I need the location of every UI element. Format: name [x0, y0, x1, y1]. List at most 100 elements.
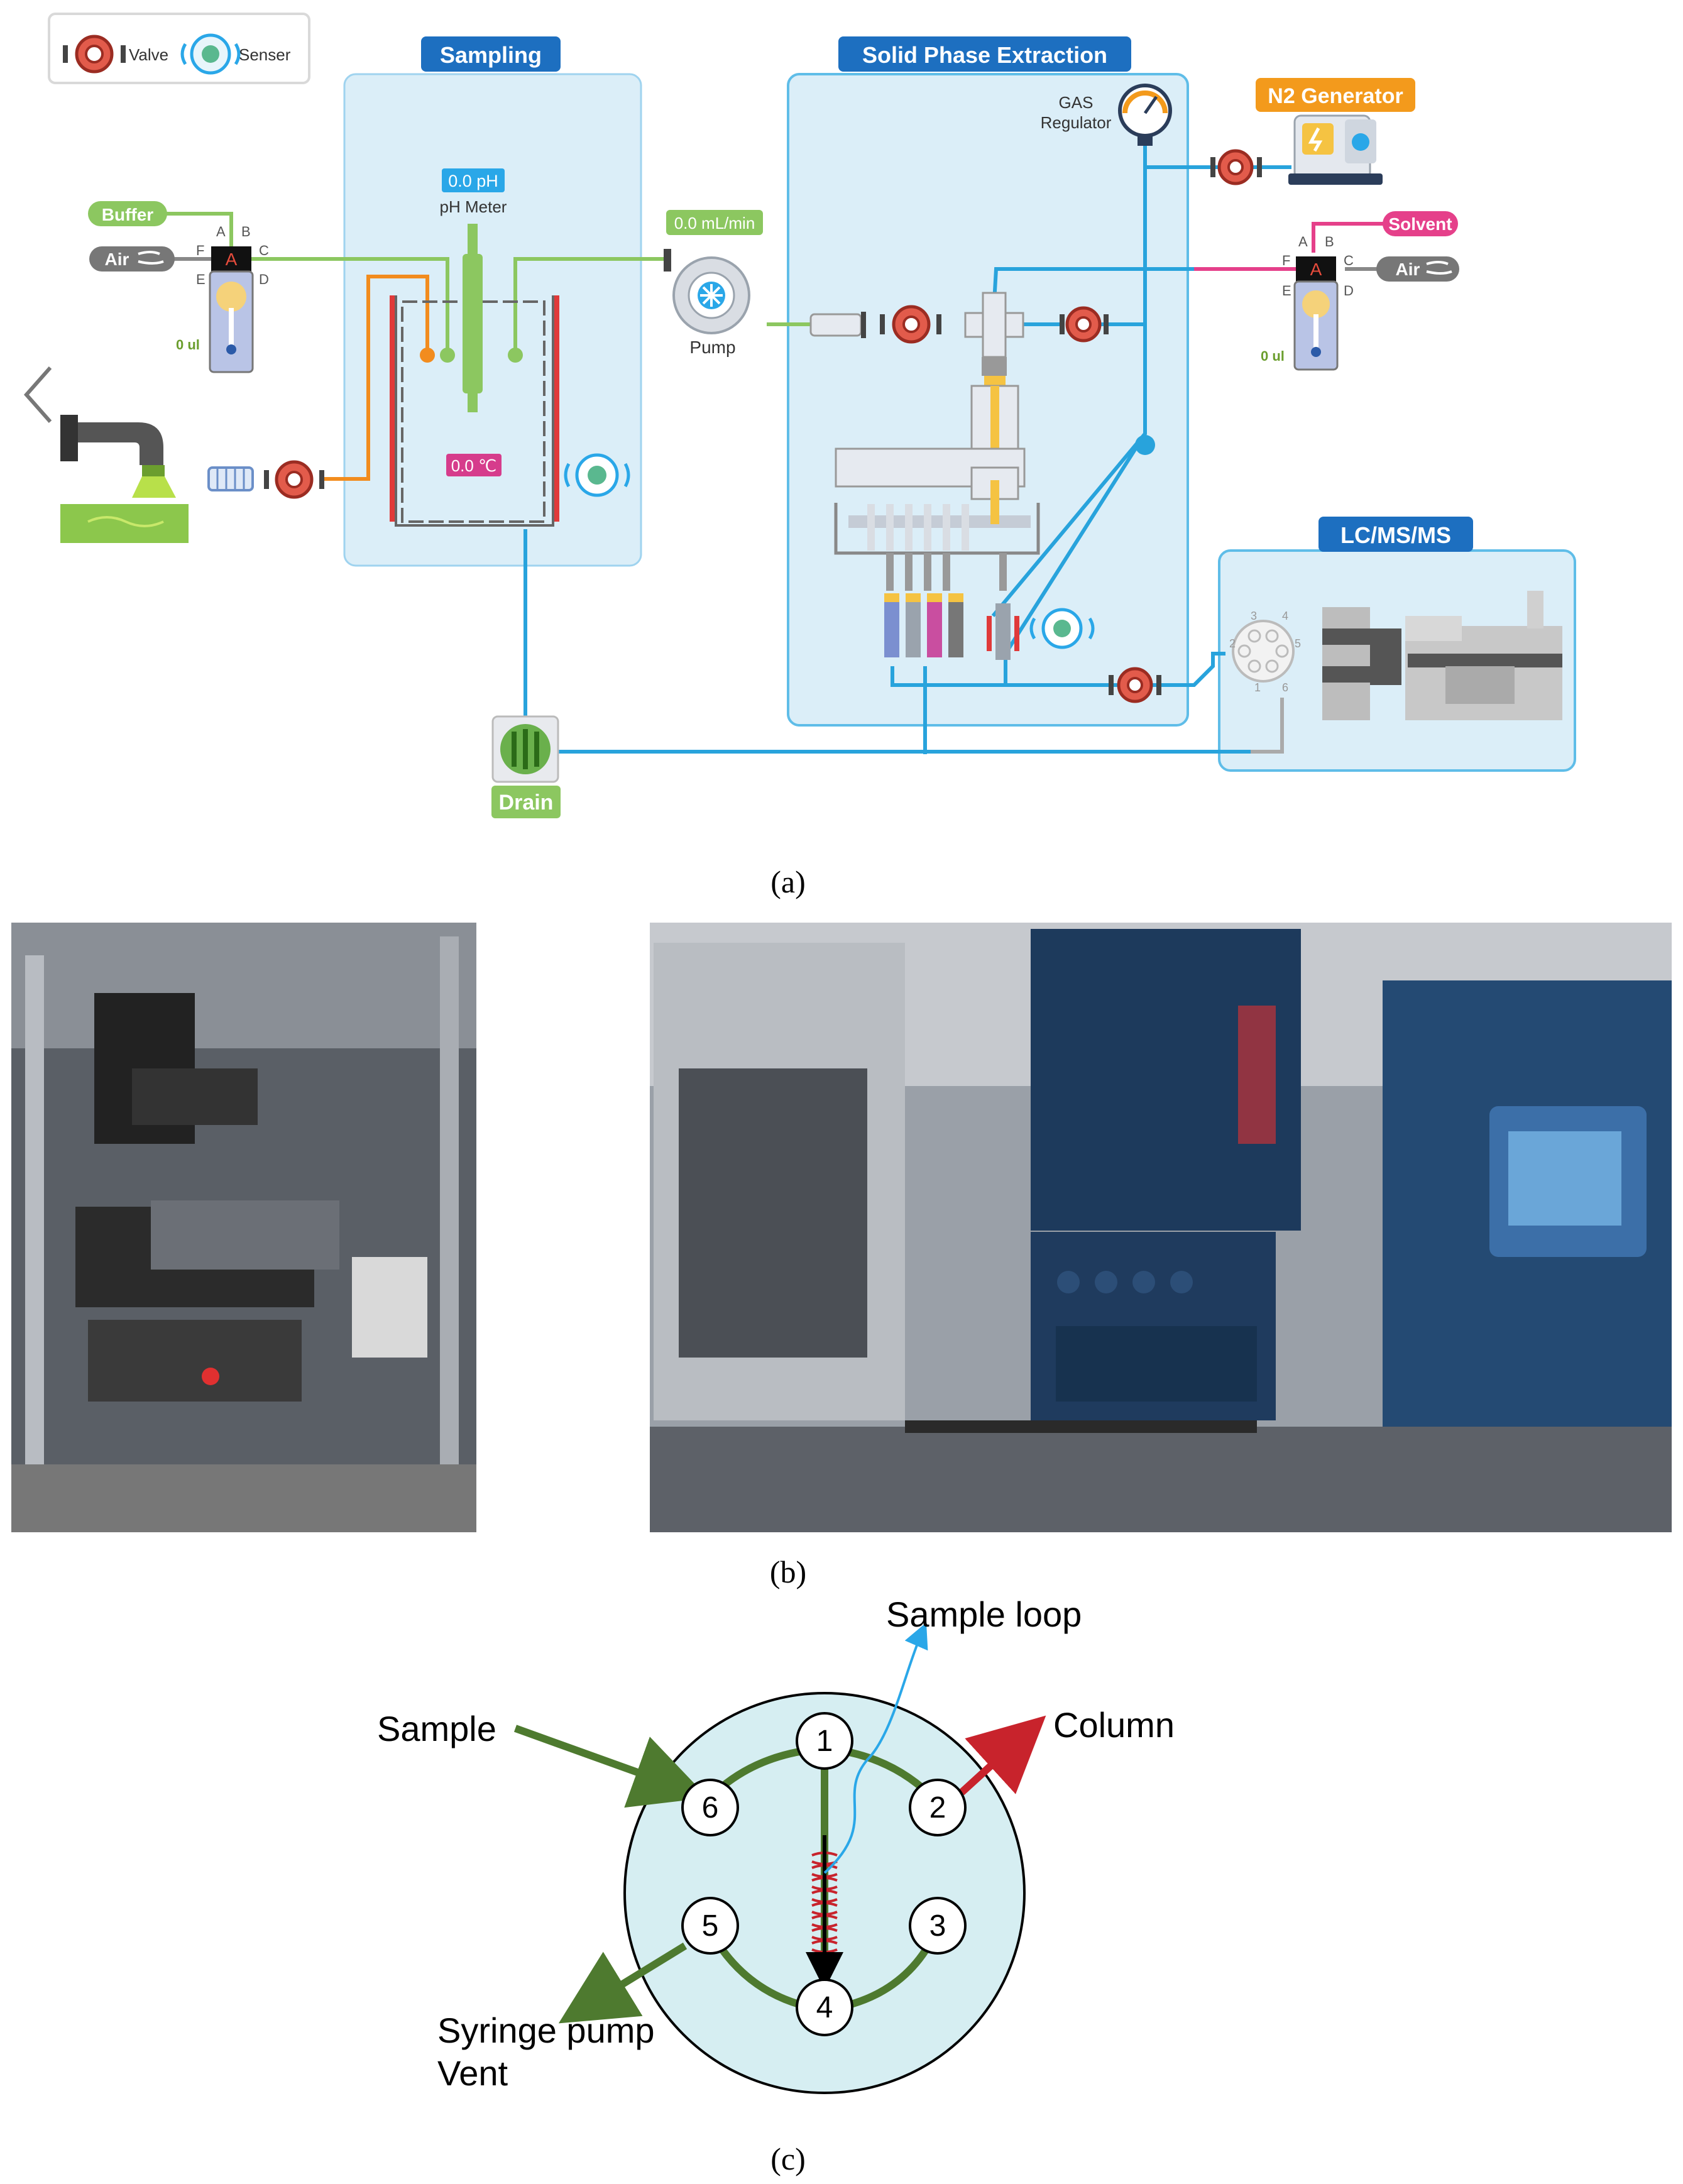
drain-label: Drain: [499, 791, 554, 815]
right-port-b: B: [1325, 234, 1334, 250]
port-1: 1: [796, 1712, 853, 1770]
port-4: 4: [796, 1978, 853, 2036]
spe-title: Solid Phase Extraction: [862, 42, 1107, 68]
lc-port-3: 3: [1251, 610, 1257, 622]
svg-text:3: 3: [929, 1909, 946, 1943]
caption-c: (c): [770, 2141, 806, 2176]
pump-label: Pump: [689, 337, 735, 357]
photo-right-lcms-setup: [650, 923, 1672, 1532]
gas-regulator-gauge-icon: [1118, 84, 1172, 146]
panel-c-six-port-valve: 1 2 3 4 5 6 Sample Sample loop Column Sy…: [377, 1594, 1175, 2094]
photo-left-spe-robot: [11, 923, 476, 1532]
svg-text:5: 5: [702, 1909, 719, 1943]
svg-text:1: 1: [816, 1725, 833, 1758]
drain-icon: [491, 715, 559, 783]
pump-icon[interactable]: [664, 249, 750, 334]
lc-port-6: 6: [1282, 681, 1288, 694]
left-selector-valve[interactable]: A A B C D E F: [196, 224, 269, 373]
solvent-pill: [1383, 211, 1458, 236]
collection-vials: [884, 593, 1019, 660]
sampling-section: [343, 73, 642, 567]
inline-filter-spe: [809, 312, 866, 338]
ph-probe: [463, 224, 483, 412]
right-port-f: F: [1282, 253, 1290, 268]
spe-cartridge-holder: [834, 376, 1040, 591]
column-label: Column: [1053, 1705, 1175, 1745]
n2-valve-icon[interactable]: [1210, 149, 1262, 185]
syringe-pump-label: Syringe pump: [437, 2011, 655, 2050]
lc-port-2: 2: [1229, 637, 1236, 650]
left-port-c: C: [259, 243, 269, 258]
left-port-f: F: [196, 243, 204, 258]
right-valve-position: A: [1310, 260, 1322, 279]
inlet-valve-icon[interactable]: [264, 460, 324, 499]
left-port-b: B: [241, 224, 251, 239]
lc-port-1: 1: [1254, 681, 1261, 694]
ph-label: pH Meter: [440, 197, 507, 216]
right-port-d: D: [1344, 283, 1354, 299]
wind-icon: [138, 251, 164, 265]
right-port-e: E: [1282, 283, 1291, 299]
air-pill-left: [89, 246, 175, 272]
water-source: [60, 415, 189, 543]
filter-icon: [207, 466, 254, 491]
pump-rate-badge: [666, 210, 763, 235]
spe-valve-2-icon[interactable]: [1060, 306, 1109, 343]
sample-loop-label: Sample loop: [886, 1594, 1082, 1634]
ph-value: 0.0 pH: [448, 172, 498, 190]
air-label-left: Air: [105, 250, 129, 269]
caption-a: (a): [770, 864, 806, 899]
right-selector-valve[interactable]: A A B C D E F: [1282, 234, 1354, 371]
panel-a-diagram: Valve Senser Sampling Solid Phase Extrac…: [23, 13, 1576, 818]
lcms-header: [1318, 517, 1473, 552]
spe-valve-1-icon[interactable]: [880, 305, 941, 344]
drain-badge: [491, 786, 561, 818]
n2-header: [1256, 78, 1415, 112]
right-valve-volume: 0 ul: [1261, 348, 1285, 364]
sampling-sensor-icon: [564, 453, 630, 497]
left-port-d: D: [259, 272, 269, 287]
ph-value-badge: [442, 168, 505, 192]
buffer-label: Buffer: [102, 205, 154, 224]
svg-text:2: 2: [929, 1791, 946, 1825]
gas-regulator-line2: Regulator: [1041, 113, 1112, 132]
port-5: 5: [681, 1897, 739, 1955]
legend: Valve Senser: [48, 13, 310, 84]
lcms-title: LC/MS/MS: [1340, 522, 1451, 548]
svg-text:4: 4: [816, 1991, 833, 2024]
injection-port-wheel: [1232, 620, 1295, 683]
air-label-right: Air: [1396, 260, 1420, 279]
svg-text:6: 6: [702, 1791, 719, 1825]
solvent-label: Solvent: [1388, 214, 1452, 234]
sampling-title: Sampling: [440, 42, 542, 68]
spe-sensor-icon: [1029, 608, 1095, 649]
right-port-c: C: [1344, 253, 1354, 268]
back-chevron-icon[interactable]: [23, 366, 52, 423]
n2-generator-icon: [1288, 114, 1383, 185]
lc-port-4: 4: [1282, 610, 1288, 622]
port-6: 6: [681, 1779, 739, 1836]
legend-valve-label: Valve: [129, 45, 168, 64]
sample-label: Sample: [377, 1709, 496, 1748]
caption-b: (b): [770, 1554, 806, 1589]
vent-label: Vent: [437, 2053, 508, 2093]
cross-connector: [964, 292, 1024, 376]
n2-title: N2 Generator: [1268, 84, 1403, 108]
left-valve-position: A: [226, 250, 238, 269]
legend-sensor-label: Senser: [239, 45, 291, 64]
gas-regulator-line1: GAS: [1059, 93, 1094, 112]
lcms-instrument: [1322, 591, 1562, 720]
spe-valve-3-icon[interactable]: [1109, 667, 1161, 703]
left-valve-volume: 0 ul: [176, 337, 200, 353]
wind-icon-right: [1426, 261, 1452, 275]
temperature-value: 0.0 ℃: [451, 456, 497, 475]
temperature-badge: [446, 454, 502, 476]
lc-port-5: 5: [1295, 637, 1301, 650]
sampling-header: [421, 36, 561, 72]
spe-header: [838, 36, 1131, 72]
sensor-icon: [180, 33, 241, 75]
right-port-a: A: [1298, 234, 1308, 250]
pump-rate: 0.0 mL/min: [674, 214, 755, 233]
left-port-a: A: [216, 224, 226, 239]
